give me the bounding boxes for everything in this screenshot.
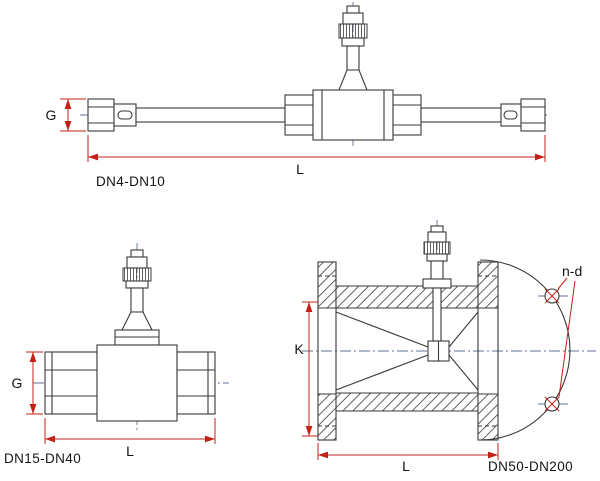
mounting-boss	[422, 278, 452, 289]
meter-body	[284, 89, 422, 141]
dim-label-g: G	[46, 107, 57, 123]
meter-body	[335, 285, 479, 412]
internal-cone	[335, 311, 479, 391]
left-flange	[317, 261, 337, 441]
knurled-nut	[338, 23, 368, 39]
sensor-assembly	[114, 249, 160, 346]
body-cylinder	[96, 344, 178, 422]
dimension-l: L	[44, 418, 216, 459]
sensor-stem	[432, 287, 442, 342]
dimension-g: G	[46, 98, 86, 132]
dim-label-l: L	[402, 458, 410, 474]
right-flange	[477, 261, 499, 441]
inlet-pipe	[135, 107, 286, 123]
bolt-circle-arc	[479, 259, 571, 441]
knurled-nut	[423, 241, 451, 255]
bottom-wall	[335, 392, 479, 412]
outlet-port	[176, 351, 216, 415]
outlet-fitting	[500, 98, 546, 132]
sensor-assembly	[338, 5, 368, 91]
meter-body	[44, 344, 216, 422]
outlet-pipe	[420, 107, 502, 123]
bolt-hole-top	[544, 288, 560, 304]
bolt-note-label: n-d	[562, 263, 582, 279]
dim-label-g: G	[12, 375, 23, 391]
top-wall	[335, 285, 479, 309]
dim-label-k: K	[294, 341, 304, 357]
dimension-k: K	[294, 301, 318, 437]
caption-dn4-dn10: DN4-DN10	[96, 174, 165, 189]
dimension-g: G	[12, 351, 43, 415]
drawing-dn4-dn10: G L DN4-DN10	[46, 2, 550, 189]
dim-label-l: L	[296, 161, 304, 177]
inlet-port	[44, 351, 98, 415]
sensor-assembly	[422, 225, 452, 342]
eye-slot	[503, 110, 518, 120]
bolt-note: n-d	[557, 263, 582, 398]
dimension-l: L	[87, 135, 546, 177]
caption-dn15-dn40: DN15-DN40	[4, 451, 81, 466]
caption-dn50-dn200: DN50-DN200	[488, 459, 573, 474]
bolt-hole-bottom	[544, 396, 560, 412]
drawing-dn15-dn40: G L DN15-DN40	[4, 243, 229, 466]
drawing-dn50-dn200: n-d K L DN50-DN200	[294, 220, 596, 474]
dimension-l: L	[317, 443, 499, 474]
dim-label-l: L	[126, 443, 134, 459]
inlet-fitting	[87, 98, 137, 132]
eye-slot	[117, 110, 133, 120]
knurled-nut	[122, 267, 152, 282]
